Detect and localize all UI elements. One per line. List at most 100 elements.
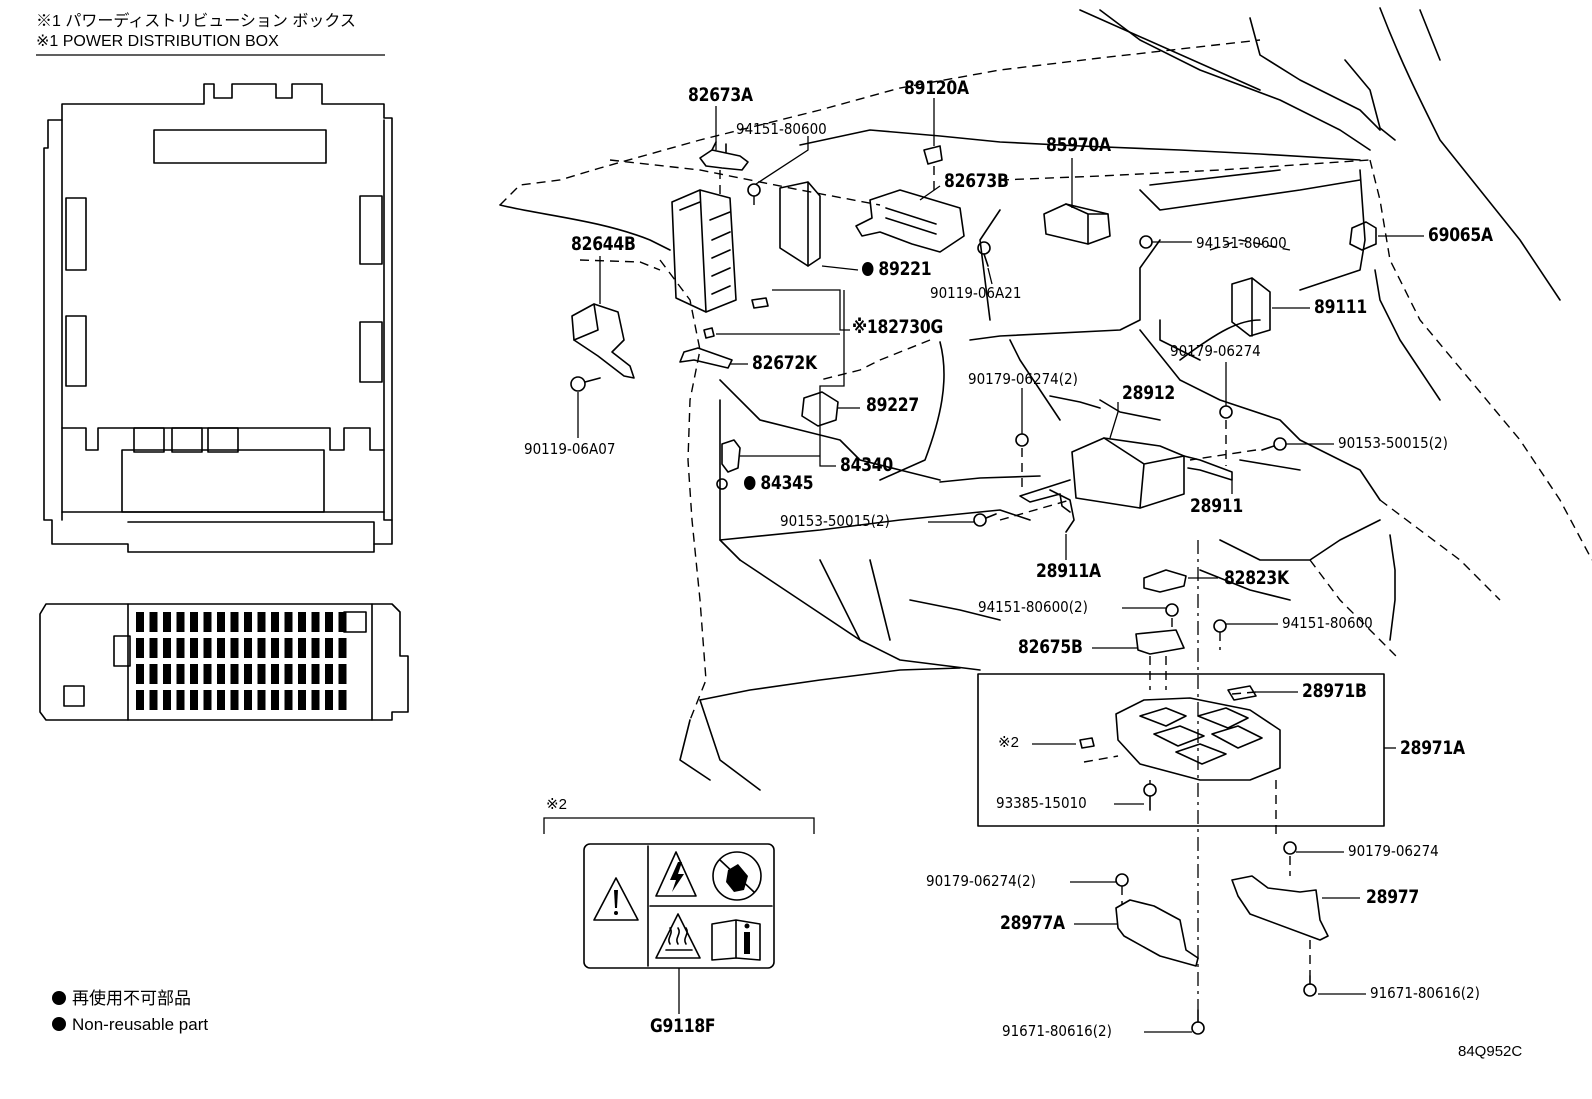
fuse-slot — [257, 690, 266, 710]
part-label-28912[interactable]: 28912 — [1122, 382, 1175, 404]
nut-90179-06274-2-low — [1115, 873, 1129, 887]
part-label-90179-06274-right[interactable]: 90179-06274 — [1348, 842, 1439, 860]
do-not-touch-icon — [712, 851, 762, 901]
nut-94151-80600-low — [1213, 619, 1227, 633]
fuse-slot — [203, 638, 212, 658]
component-28912-ecu — [1019, 437, 1185, 513]
component-82673A-bracket — [699, 141, 749, 171]
component-89227-relay — [801, 391, 839, 427]
fuse-slot — [338, 664, 347, 684]
part-label-28971A[interactable]: 28971A — [1400, 737, 1465, 759]
fuse-slot — [217, 612, 225, 632]
fuse-slot — [136, 612, 144, 632]
fuse-slot — [257, 638, 266, 658]
part-label-90153-50015-2-left[interactable]: 90153-50015(2) — [780, 512, 890, 530]
part-label-89221[interactable]: 89221 — [862, 260, 932, 279]
fuse-slot — [230, 664, 239, 684]
part-label-90179-06274-top[interactable]: 90179-06274 — [1170, 342, 1261, 360]
part-label-82644B[interactable]: 82644B — [571, 233, 636, 255]
component-82672K-bracket — [679, 347, 733, 369]
fuse-slot — [325, 664, 333, 684]
fuse-slot — [298, 638, 306, 658]
part-label-89111[interactable]: 89111 — [1314, 296, 1367, 318]
part-label-90153-50015-2-right[interactable]: 90153-50015(2) — [1338, 434, 1448, 452]
bolt-93385-15010 — [1143, 783, 1157, 811]
part-label-94151-80600-low[interactable]: 94151-80600 — [1282, 614, 1373, 632]
component-85970A-relay — [1043, 203, 1111, 245]
part-label-94151-80600-top[interactable]: 94151-80600 — [736, 120, 827, 138]
nut-90179-06274-2 — [1015, 433, 1029, 447]
fuse-slot — [338, 612, 347, 632]
part-label-82675B[interactable]: 82675B — [1018, 636, 1083, 658]
component-82823K-clip — [1143, 569, 1187, 593]
part-label-85970A[interactable]: 85970A — [1046, 134, 1111, 156]
fuse-slot — [271, 612, 279, 632]
inset-note-mark: ※2 — [546, 796, 567, 813]
part-label-94151-80600-right[interactable]: 94151-80600 — [1196, 234, 1287, 252]
leader-lines — [577, 98, 1424, 1033]
fuse-slot — [257, 664, 266, 684]
fuse-slot — [271, 638, 279, 658]
component-82675B-bracket — [1135, 629, 1185, 655]
fuse-slot — [136, 690, 144, 710]
part-label-69065A[interactable]: 69065A — [1428, 224, 1493, 246]
part-label-82730G[interactable]: ※182730G — [852, 316, 944, 338]
part-label-91671-80616-2-right[interactable]: 91671-80616(2) — [1370, 984, 1480, 1002]
header-title-en: ※1 POWER DISTRIBUTION BOX — [36, 33, 279, 50]
part-label-89227[interactable]: 89227 — [866, 394, 919, 416]
fuse-slot — [271, 690, 279, 710]
bolt-90153-50015-left — [973, 513, 997, 527]
part-label-G9118F[interactable]: G9118F — [650, 1015, 716, 1037]
fuse-slot — [176, 638, 185, 658]
bolt-91671-80616-right — [1303, 975, 1317, 997]
read-manual-icon — [711, 919, 761, 961]
fuse-slot — [203, 664, 212, 684]
part-label-28971B[interactable]: 28971B — [1302, 680, 1367, 702]
part-label-90119-06A07[interactable]: 90119-06A07 — [524, 440, 616, 458]
part-label-28911A[interactable]: 28911A — [1036, 560, 1101, 582]
fuse-slot — [311, 638, 320, 658]
part-label-90179-06274-2[interactable]: 90179-06274(2) — [968, 370, 1078, 388]
part-label-90179-06274-2-low[interactable]: 90179-06274(2) — [926, 872, 1036, 890]
fuse-slot — [311, 664, 320, 684]
part-label-90119-06A21[interactable]: 90119-06A21 — [930, 284, 1022, 302]
part-label-28911[interactable]: 28911 — [1190, 495, 1243, 517]
part-label-82823K[interactable]: 82823K — [1224, 567, 1289, 589]
part-label-94151-80600-2[interactable]: 94151-80600(2) — [978, 598, 1088, 616]
part-label-82672K[interactable]: 82672K — [752, 352, 817, 374]
legend-non-reusable-en: Non-reusable part — [52, 1016, 208, 1033]
fuse-slot — [284, 612, 293, 632]
component-28977-bracket — [1231, 875, 1329, 941]
part-label-93385-15010[interactable]: 93385-15010 — [996, 794, 1087, 812]
fuse-slot — [298, 612, 306, 632]
part-label-84340[interactable]: 84340 — [840, 454, 893, 476]
fuse-slot — [230, 612, 239, 632]
fuse-slot — [190, 612, 198, 632]
fuse-slot — [149, 664, 158, 684]
part-label-91671-80616-2-bottom[interactable]: 91671-80616(2) — [1002, 1022, 1112, 1040]
component-89111-module — [1231, 277, 1271, 337]
fuse-slot — [176, 664, 185, 684]
fuse-slot — [244, 612, 252, 632]
component-89120A-bulb — [923, 145, 943, 165]
part-label-84345[interactable]: 84345 — [744, 474, 814, 493]
clip-82730G-a — [751, 297, 769, 309]
fuse-slot — [217, 638, 225, 658]
component-28971A-fuse-box — [977, 673, 1385, 827]
part-label-28977A[interactable]: 28977A — [1000, 912, 1065, 934]
bolt-90119-06A21 — [977, 241, 991, 267]
fuse-slot — [284, 690, 293, 710]
fuse-slot — [311, 612, 320, 632]
nut-94151-80600-top — [747, 183, 761, 197]
bolt-90119-06A07 — [570, 376, 601, 392]
part-label-89120A[interactable]: 89120A — [904, 77, 969, 99]
fuse-slot — [203, 690, 212, 710]
component-fuse-block — [671, 189, 737, 313]
fuse-slot — [244, 638, 252, 658]
part-label-28977[interactable]: 28977 — [1366, 886, 1419, 908]
fuse-slot — [244, 690, 252, 710]
fuse-slot — [176, 612, 185, 632]
part-label-82673A[interactable]: 82673A — [688, 84, 753, 106]
part-label-82673B[interactable]: 82673B — [944, 170, 1009, 192]
warning-label-inset — [543, 817, 815, 1014]
